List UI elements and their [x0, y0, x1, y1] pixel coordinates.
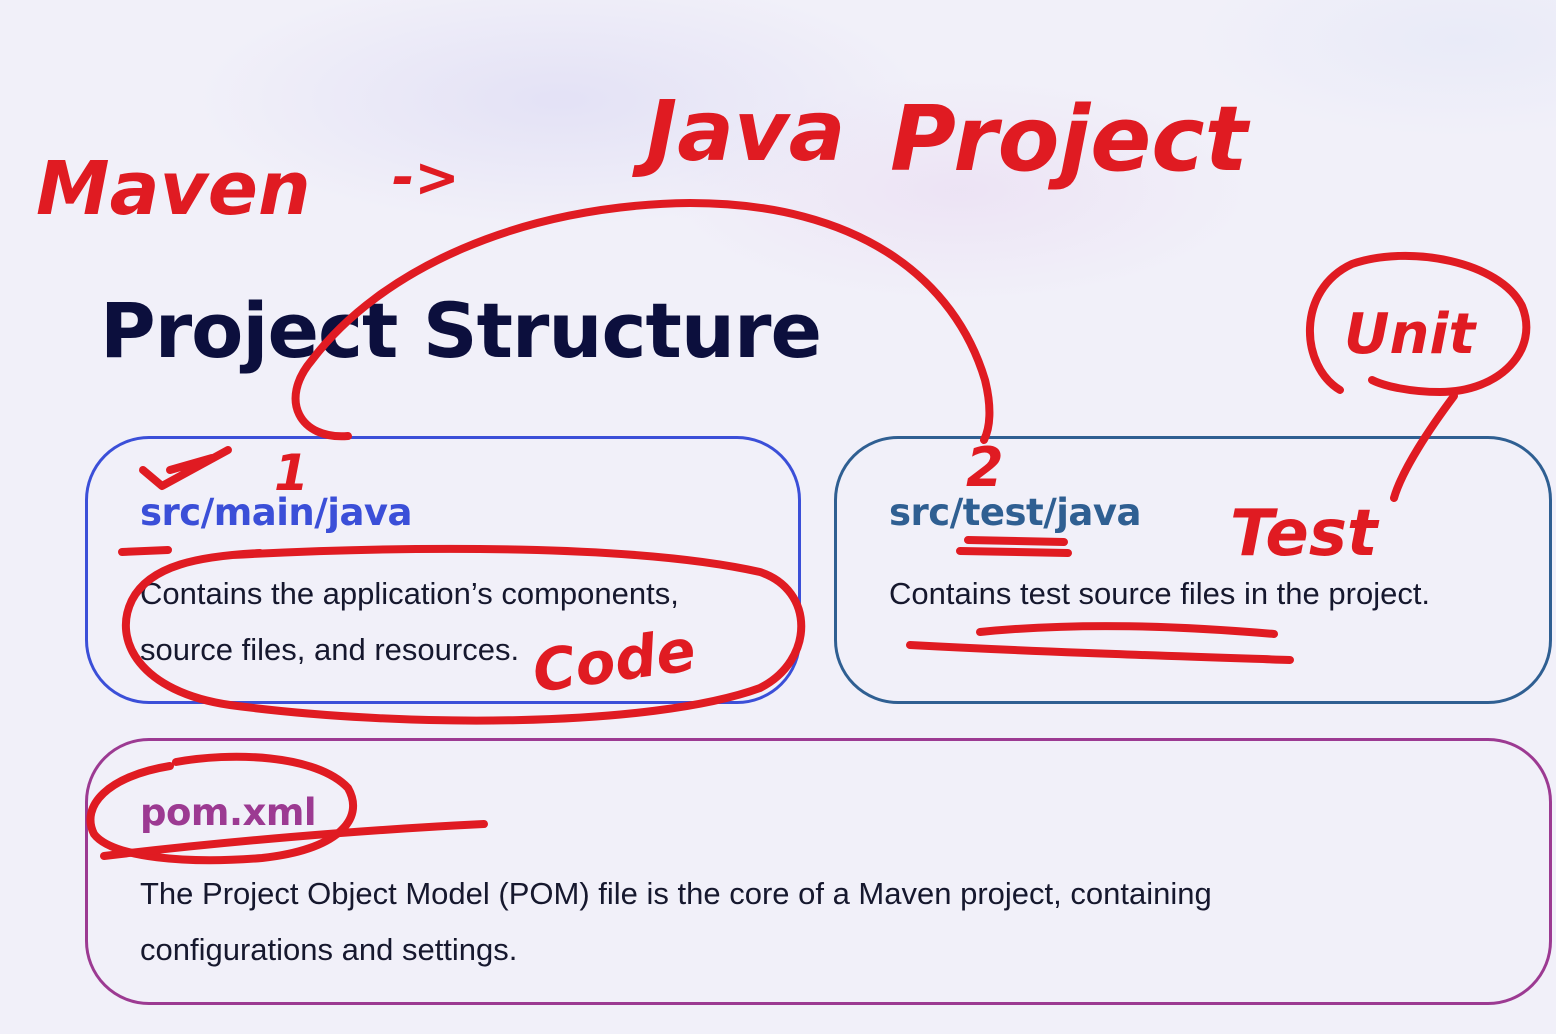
- card-heading-pom: pom.xml: [140, 791, 317, 834]
- card-pom-xml: pom.xml The Project Object Model (POM) f…: [85, 738, 1552, 1005]
- slide-title: Project Structure: [100, 286, 822, 375]
- card-body-main: Contains the application’s components, s…: [140, 576, 679, 667]
- card-heading-main: src/main/java: [140, 491, 413, 534]
- card-body-test: Contains test source files in the projec…: [889, 576, 1431, 611]
- card-src-test-java: src/test/java Contains test source files…: [834, 436, 1552, 704]
- card-src-main-java: src/main/java Contains the application’s…: [85, 436, 801, 704]
- card-body-pom: The Project Object Model (POM) file is t…: [140, 876, 1212, 967]
- card-heading-test: src/test/java: [889, 491, 1141, 534]
